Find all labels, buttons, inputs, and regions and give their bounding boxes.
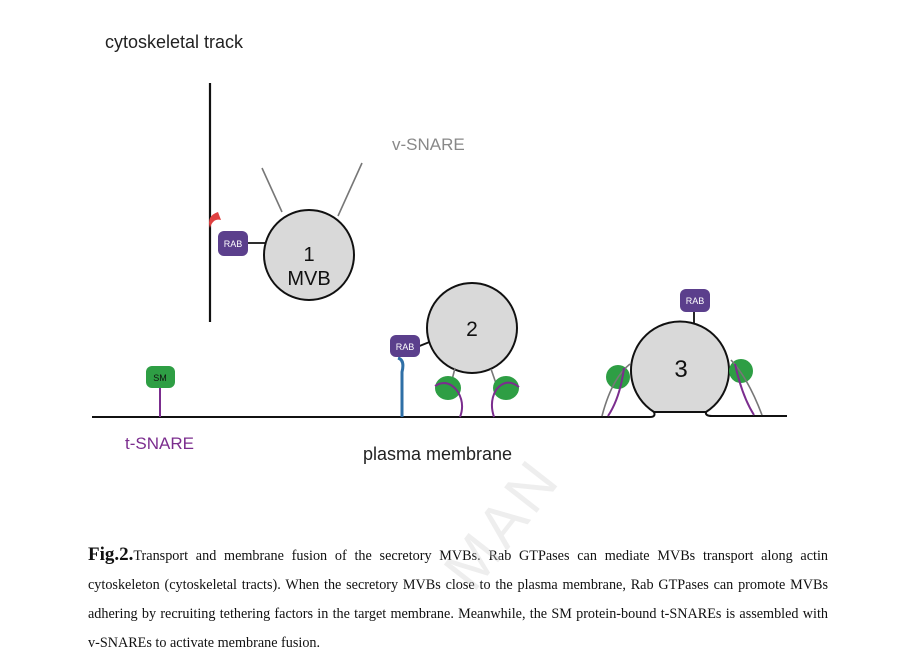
mvb1-vesicle [263,209,355,301]
sm-protein-badge [146,366,175,388]
sm-protein-mvb2-left [435,376,461,400]
cytoskeletal-track-label: cytoskeletal track [105,32,244,52]
rab-label-mvb2: RAB [396,342,415,352]
t-snare-mvb3-left [607,367,625,417]
t-snare-mvb2-right [490,381,520,418]
plasma-membrane-left [92,411,656,418]
plasma-membrane-right [704,411,787,417]
sm-protein-mvb2-right [493,376,519,400]
mvb1-v-snare-right [337,162,363,217]
figure-caption: Fig.2.Transport and membrane fusion of t… [88,540,828,658]
rab-label-mvb3: RAB [686,296,705,306]
mvb2-vesicle [426,282,518,374]
v-snare-label: v-SNARE [392,135,465,154]
rab-badge-mvb1 [218,231,248,256]
mvb2-number: 2 [466,318,478,341]
t-snare-mvb2-left [434,382,464,418]
rab-badge-mvb3 [680,289,710,312]
tether-factor [397,356,405,417]
mvb3-number: 3 [674,356,687,383]
plasma-membrane-label: plasma membrane [363,444,512,464]
mvb3-vesicle [630,320,730,413]
mvb1-v-snare-left [261,167,283,213]
rab-badge-mvb2 [390,335,420,357]
v-snare-mvb3-right [730,359,763,416]
rab-label-mvb1: RAB [224,239,243,249]
t-snare-label: t-SNARE [125,434,194,453]
motor-protein-shape [209,212,221,228]
caption-text: Transport and membrane fusion of the sec… [88,548,828,651]
sm-label: SM [153,373,167,383]
figure-label: Fig.2. [88,544,134,565]
mvb1-number: 1 [303,244,314,266]
mvb1-name: MVB [287,268,330,290]
t-snare-mvb3-right [734,363,755,416]
v-snare-mvb3-left [601,363,631,417]
